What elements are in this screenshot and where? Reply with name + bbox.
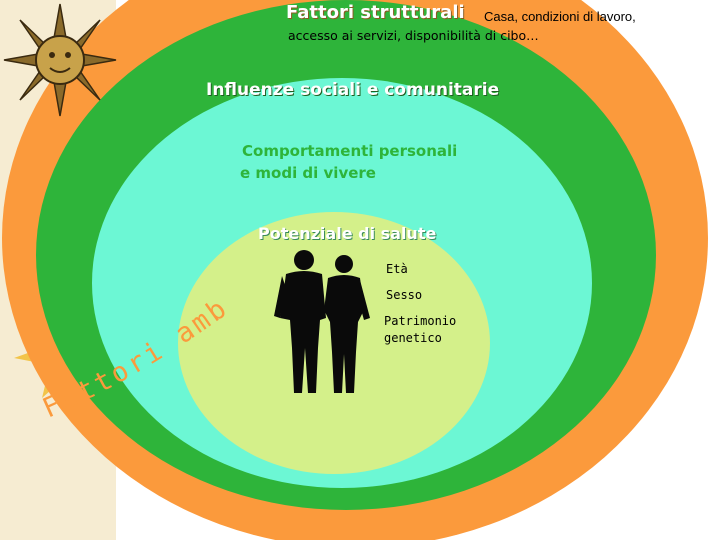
structural-factors-detail-continued: accesso ai servizi, disponibilità di cib… <box>288 28 539 43</box>
structural-factors-title: Fattori strutturali <box>286 2 465 23</box>
lifestyle-label-line1: Comportamenti personali <box>242 142 458 160</box>
environmental-factors-curved-label: Fattori ambientali <box>30 300 235 424</box>
sun-icon <box>3 3 117 117</box>
age-label: Età <box>386 262 408 276</box>
genetic-heritage-label: Patrimonio <box>384 314 457 328</box>
sex-label: Sesso <box>386 288 423 302</box>
couple-silhouette-icon <box>274 250 370 393</box>
environmental-factors-text: Fattori ambientali <box>30 300 232 424</box>
social-influences-label: Influenze sociali e comunitarie <box>206 80 500 100</box>
lifestyle-label-line2: e modi di vivere <box>240 164 376 182</box>
genetic-heritage-label-line2: genetico <box>384 331 442 345</box>
health-potential-label: Potenziale di salute <box>258 224 437 243</box>
structural-factors-detail: Casa, condizioni di lavoro, <box>484 9 636 24</box>
svg-text:Fattori ambientali: Fattori ambientali <box>30 300 235 424</box>
